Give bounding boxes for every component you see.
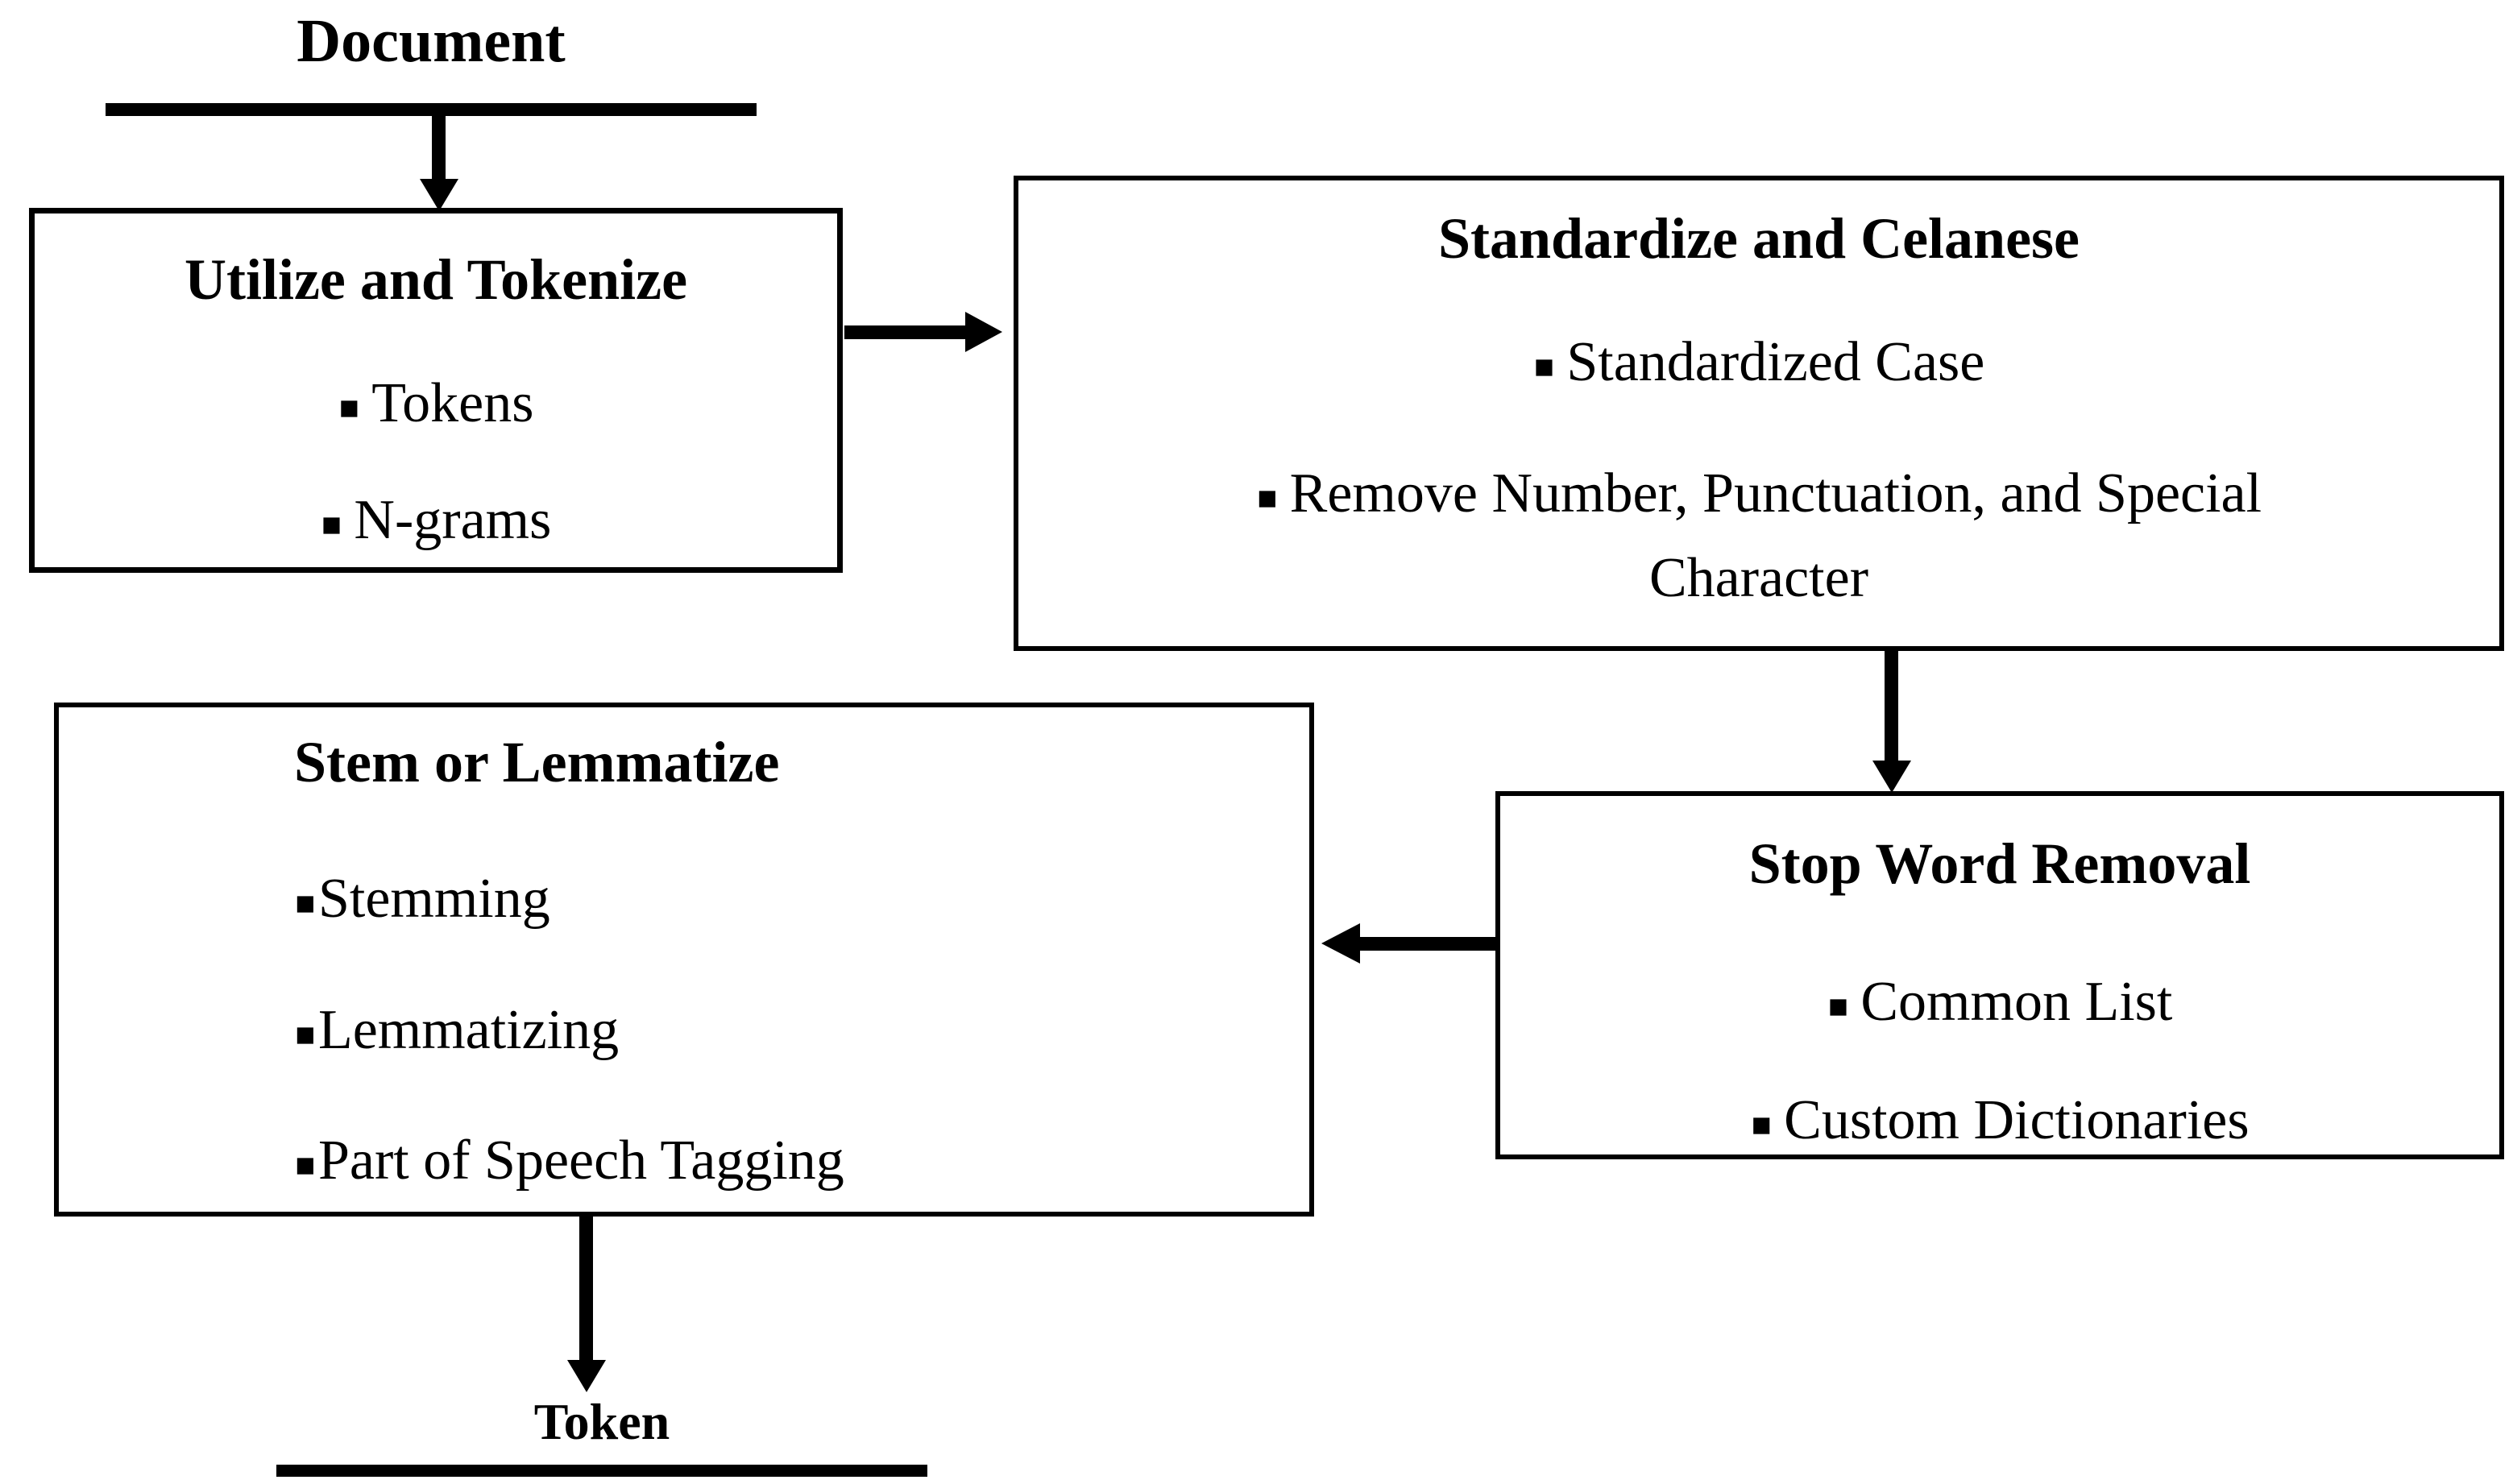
bullet-text: Common List xyxy=(1860,970,2173,1033)
bullet-square-icon: ▪ xyxy=(320,503,343,542)
bullet-item: ▪Part of Speech Tagging xyxy=(294,1128,1309,1195)
bullet-text: Part of Speech Tagging xyxy=(317,1130,844,1192)
bullet-text: Lemmatizing xyxy=(317,998,620,1061)
bullet-item: ▪Stemming xyxy=(294,866,1309,933)
arrow-standardize-to-stopword-shaft xyxy=(1885,651,1898,762)
bullet-square-icon: ▪ xyxy=(294,1013,317,1052)
bullet-item: ▪ Standardized Case xyxy=(1018,330,2499,396)
end-terminal-label: Token xyxy=(533,1393,670,1450)
box-stem-or-lemmatize: Stem or Lemmatize ▪Stemming ▪Lemmatizing… xyxy=(54,703,1314,1217)
bullet-item: ▪Remove Number, Punctuation, and Special… xyxy=(1203,451,2315,620)
box-title: Stop Word Removal xyxy=(1748,831,2251,896)
bullet-item: ▪Common List xyxy=(1500,969,2499,1036)
arrow-document-to-utilize-shaft xyxy=(432,116,446,180)
box-title: Stem or Lemmatize xyxy=(294,730,780,794)
box-title: Utilize and Tokenize xyxy=(184,247,688,312)
box-title: Standardize and Celanese xyxy=(1437,206,2080,271)
arrow-down-icon xyxy=(1872,761,1911,793)
bullet-text: Custom Dictionaries xyxy=(1784,1088,2250,1151)
bullet-item: ▪ Custom Dictionaries xyxy=(1500,1088,2499,1154)
bullet-square-icon: ▪ xyxy=(294,1144,317,1183)
bullet-square-icon: ▪ xyxy=(1255,476,1279,516)
arrow-stem-to-token-shaft xyxy=(579,1217,593,1362)
box-utilize-and-tokenize: Utilize and Tokenize ▪ Tokens ▪ N-grams xyxy=(29,208,843,573)
bullet-square-icon: ▪ xyxy=(294,882,317,922)
box-stop-word-removal: Stop Word Removal ▪Common List ▪Custom D… xyxy=(1495,791,2504,1159)
arrow-utilize-to-standardize-shaft xyxy=(844,325,965,339)
start-terminal-label: Document xyxy=(297,7,566,75)
arrow-right-icon xyxy=(965,312,1002,352)
box-standardize-and-celanese: Standardize and Celanese ▪ Standardized C… xyxy=(1014,176,2504,651)
bullet-square-icon: ▪ xyxy=(1750,1103,1773,1142)
arrow-stopword-to-stem-shaft xyxy=(1358,937,1495,951)
bullet-item: ▪ Tokens xyxy=(35,371,837,437)
bullet-text: Remove Number, Punctuation, and Special … xyxy=(1289,462,2262,609)
bullet-text: Tokens xyxy=(371,371,534,434)
bullet-item: ▪ N-grams xyxy=(35,487,837,554)
bullet-item: ▪Lemmatizing xyxy=(294,997,1309,1064)
bullet-text: N-grams xyxy=(354,488,552,551)
arrow-down-icon xyxy=(567,1360,606,1392)
bullet-square-icon: ▪ xyxy=(338,387,361,426)
bullet-square-icon: ▪ xyxy=(1827,985,1850,1025)
arrow-left-icon xyxy=(1321,923,1360,964)
arrow-down-icon xyxy=(420,179,458,211)
end-terminal-line xyxy=(276,1465,927,1477)
bullet-text: Stemming xyxy=(317,867,550,930)
bullet-square-icon: ▪ xyxy=(1532,346,1556,385)
bullet-text: Standardized Case xyxy=(1566,330,1985,393)
start-terminal-line xyxy=(106,103,757,116)
